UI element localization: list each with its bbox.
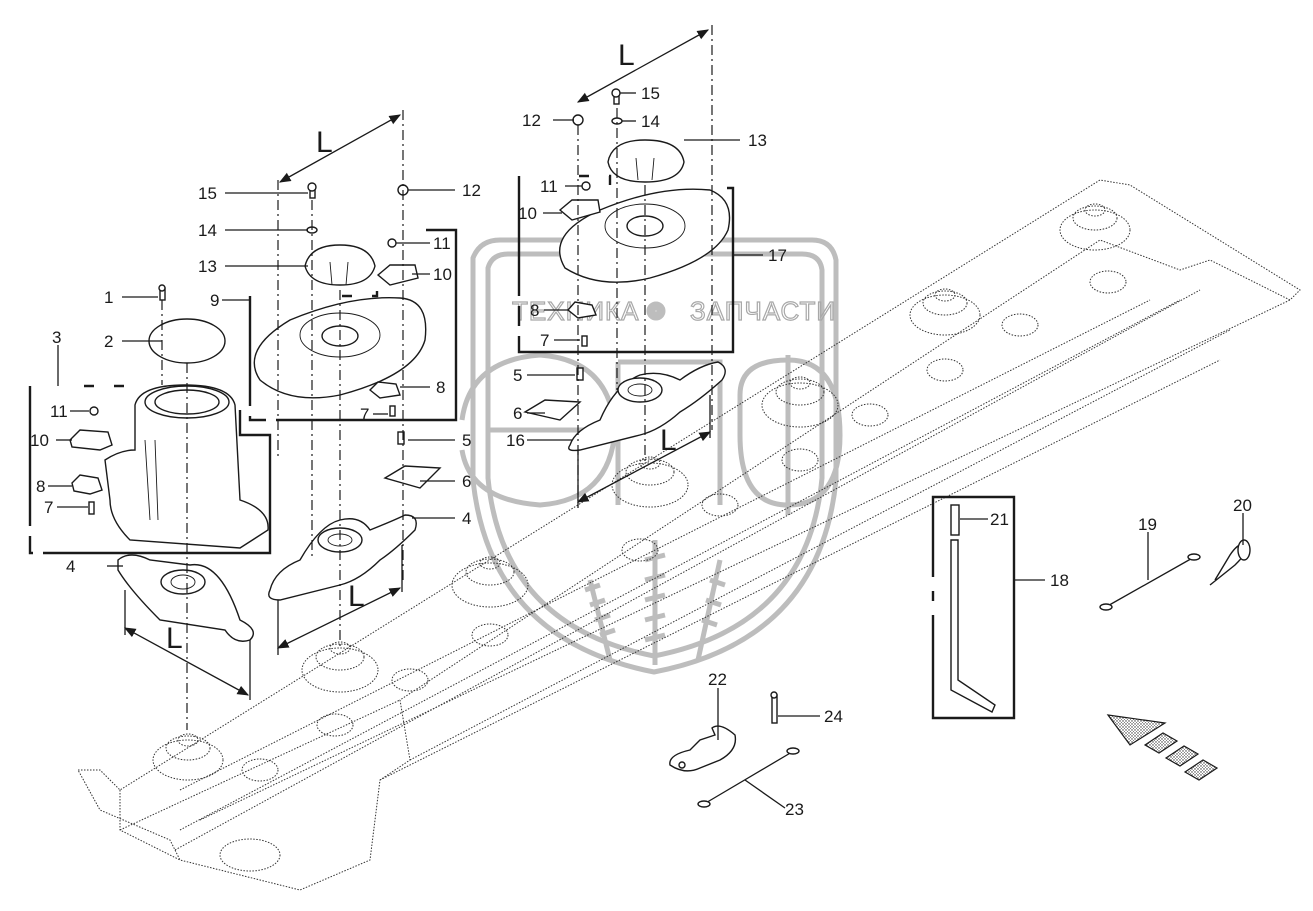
center-lines [161, 25, 713, 730]
dimension-L-middle: L [278, 114, 402, 183]
skid-16 [568, 361, 726, 452]
lever-18 [950, 539, 996, 713]
callout-8: 8 [530, 301, 539, 320]
dimension-label: L [316, 126, 333, 159]
callout-15: 15 [641, 84, 660, 103]
callout-11: 11 [50, 402, 68, 421]
dimension-label: L [166, 622, 183, 655]
callout-20: 20 [1233, 496, 1252, 515]
callout-2: 2 [104, 332, 113, 351]
callout-21: 21 [990, 510, 1009, 529]
disc-hub [451, 556, 529, 608]
callout-4: 4 [66, 557, 75, 576]
spring-clip-20 [1209, 539, 1251, 586]
bracket-22 [669, 725, 737, 772]
gear-icon [646, 301, 666, 321]
callout-22: 22 [708, 670, 727, 689]
callout-12: 12 [462, 181, 481, 200]
callout-1: 1 [104, 288, 113, 307]
small-gears [219, 270, 1127, 872]
cable-23 [697, 747, 800, 808]
callout-9: 9 [210, 291, 219, 310]
group-18-box [931, 495, 1016, 720]
callout-8: 8 [436, 378, 445, 397]
callout-7: 7 [44, 498, 53, 517]
skid-4-left [117, 554, 254, 642]
group-17-box [517, 174, 735, 354]
callout-18: 18 [1050, 571, 1069, 590]
callout-23: 23 [785, 800, 804, 819]
callout-8: 8 [36, 477, 45, 496]
bolt-1 [158, 284, 166, 301]
callout-12: 12 [522, 111, 541, 130]
disc-hub [909, 288, 981, 336]
leader-lines [48, 92, 1244, 809]
fasteners-middle [306, 182, 442, 489]
callout-14: 14 [198, 221, 217, 240]
disc-hub [1059, 203, 1131, 251]
callout-10: 10 [30, 431, 49, 450]
dimension-L-top-right: L [576, 29, 710, 103]
callout-7: 7 [360, 405, 369, 424]
callouts: 1 2 3 4 4 5 5 6 6 7 7 7 8 8 8 9 10 10 10… [30, 84, 1252, 819]
callout-4: 4 [462, 509, 471, 528]
watermark: ТЕХНИКА ЗАПЧАСТИ [459, 237, 843, 675]
callout-13: 13 [198, 257, 217, 276]
skid-4-middle [268, 514, 417, 601]
pin-24 [770, 691, 778, 724]
dimension-L-lower-right: L [576, 395, 712, 508]
callout-16: 16 [506, 431, 525, 450]
watermark-text-right: ЗАПЧАСТИ [690, 296, 836, 326]
hub-cap-13-right [607, 139, 685, 183]
disc-hub [152, 733, 224, 781]
dimension-L-lower-middle: L [276, 545, 403, 655]
callout-13: 13 [748, 131, 767, 150]
callout-17: 17 [768, 246, 787, 265]
callout-6: 6 [462, 472, 471, 491]
callout-6: 6 [513, 404, 522, 423]
cable-19 [1099, 553, 1201, 611]
disc-hub [301, 641, 379, 693]
callout-14: 14 [641, 112, 660, 131]
callout-10: 10 [433, 265, 452, 284]
cutter-bar-frame [77, 179, 1301, 891]
callout-19: 19 [1138, 515, 1157, 534]
direction-of-travel-icon [1106, 714, 1219, 781]
dimension-label: L [618, 39, 635, 72]
hub-cap-13-middle [304, 244, 376, 286]
dimension-label: L [660, 424, 677, 457]
small-parts-left [69, 406, 113, 515]
callout-5: 5 [462, 431, 471, 450]
callout-15: 15 [198, 184, 217, 203]
callout-24: 24 [824, 707, 843, 726]
callout-11: 11 [540, 177, 558, 196]
group-3-box [28, 384, 272, 555]
dimension-label: L [348, 580, 365, 613]
cutter-discs [152, 203, 1131, 872]
callout-7: 7 [540, 331, 549, 350]
callout-10: 10 [518, 204, 537, 223]
wrench-21 [950, 504, 960, 536]
callout-3: 3 [52, 328, 61, 347]
callout-5: 5 [513, 366, 522, 385]
disc-hub [761, 376, 839, 428]
group-9-box [248, 228, 458, 422]
callout-11: 11 [433, 234, 451, 253]
dimension-L-left: L [123, 590, 251, 700]
